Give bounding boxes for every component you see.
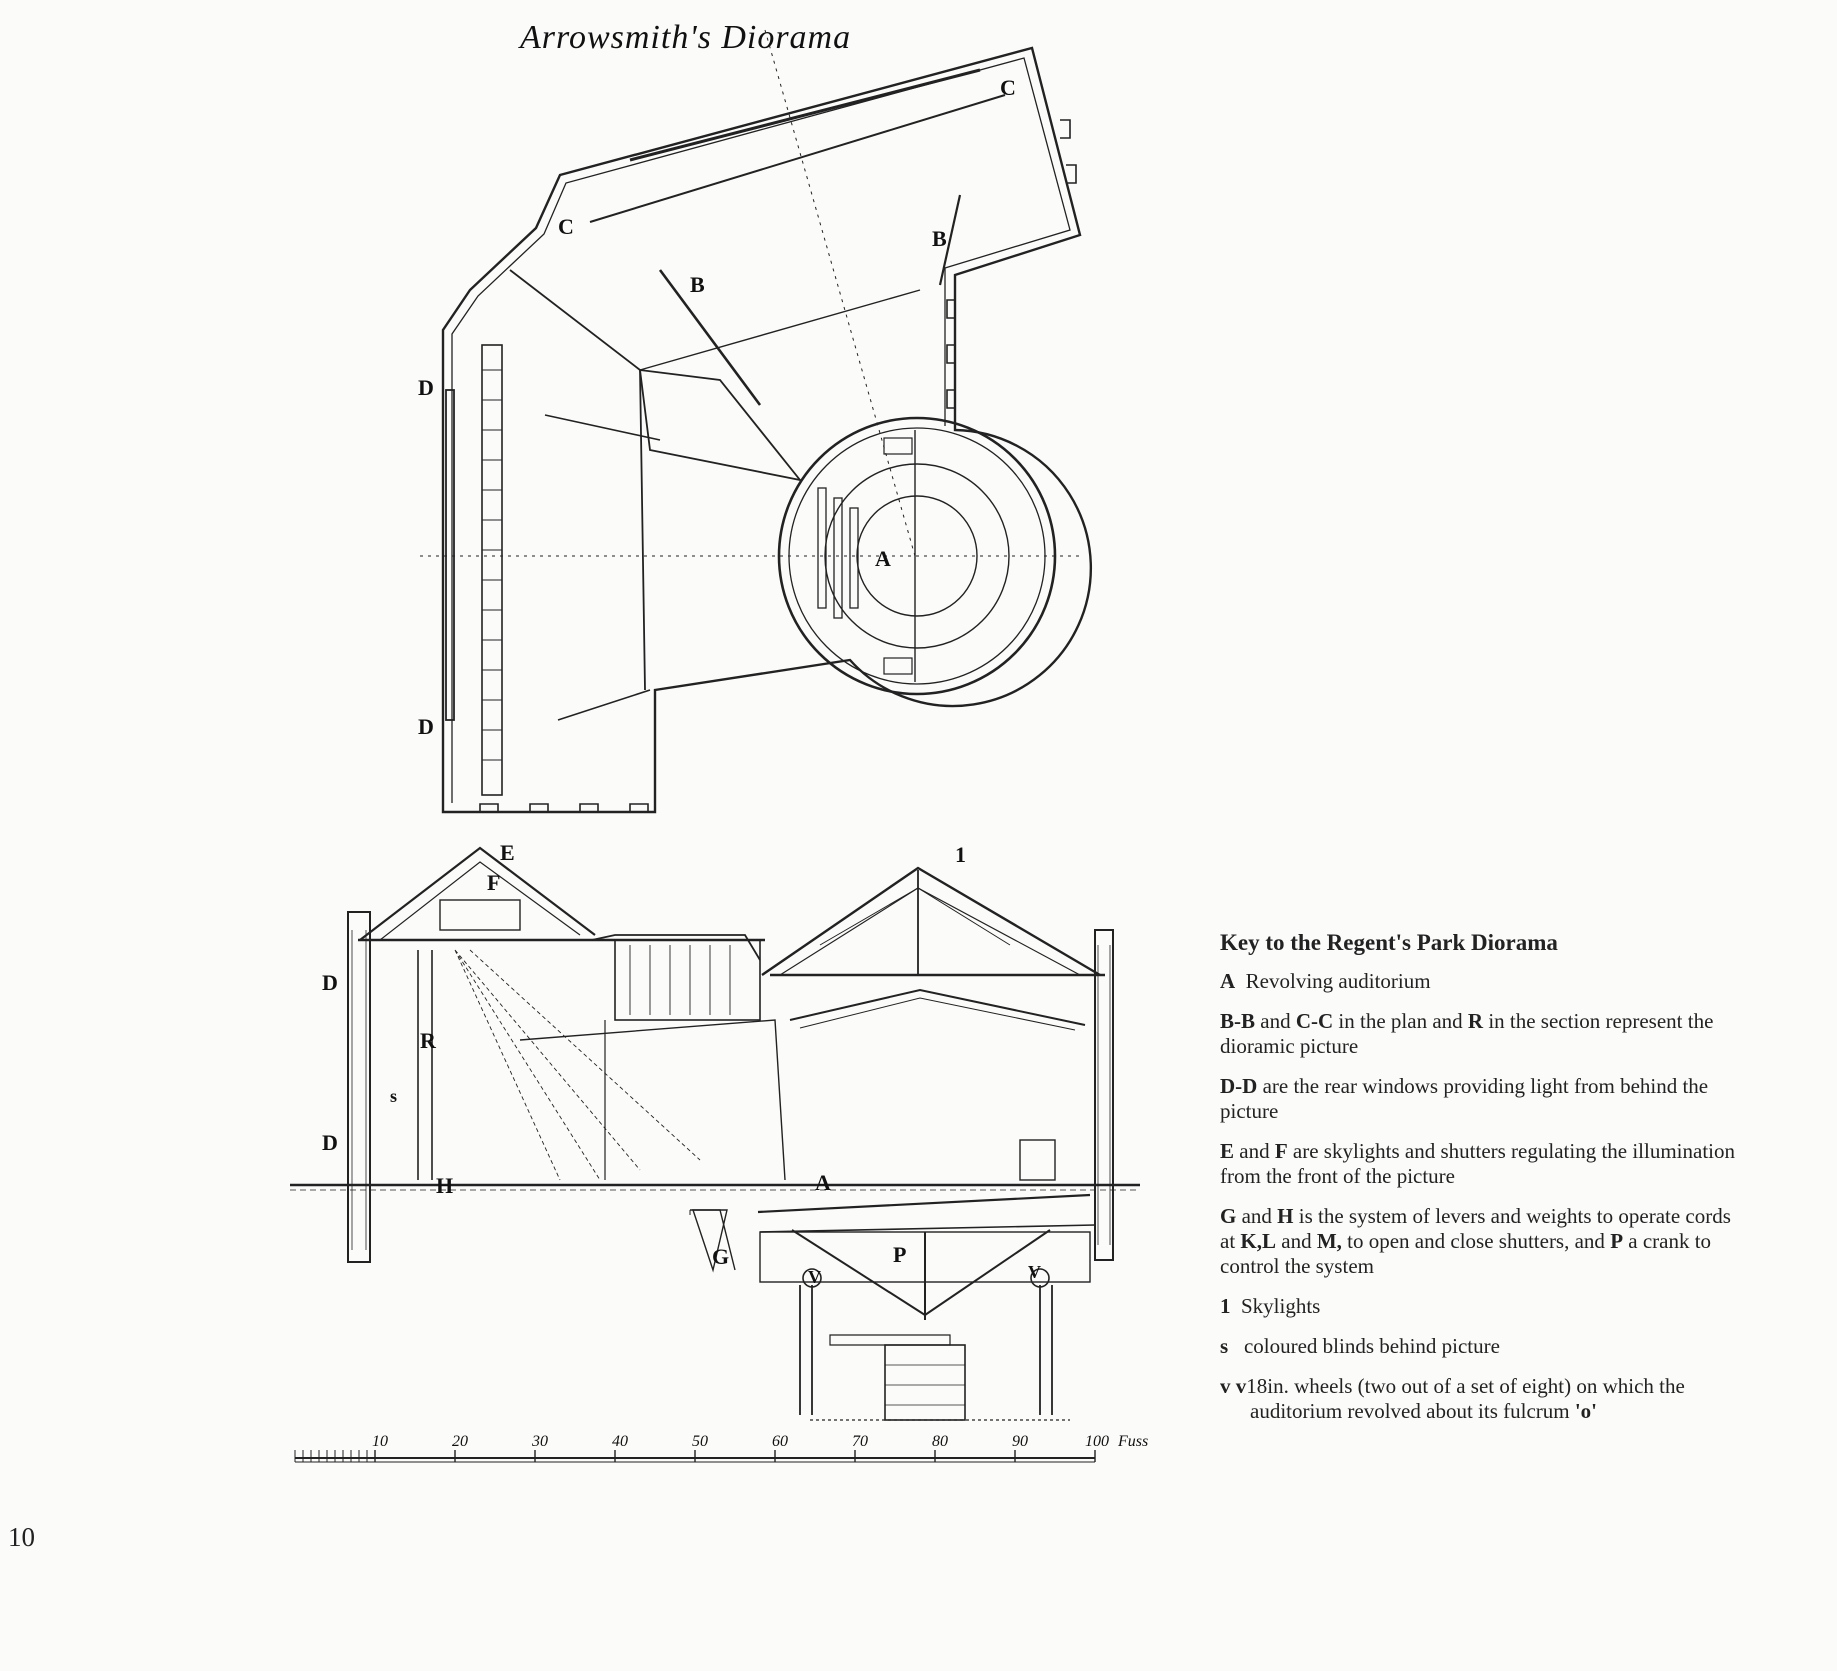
section-label-s: s <box>390 1086 397 1106</box>
scale-tick-labels: 10 20 30 40 50 60 70 80 90 100 Fuss <box>372 1433 1148 1450</box>
section-label-e: E <box>500 840 515 865</box>
scale-tick-label: 90 <box>1012 1433 1028 1450</box>
section-drawing <box>290 846 1140 1421</box>
section-label-a: A <box>815 1170 831 1195</box>
key-item-vv: v v18in. wheels (two out of a set of eig… <box>1220 1374 1685 1423</box>
diorama-key: Key to the Regent's Park Diorama A Revol… <box>1212 930 1737 1439</box>
section-label-d-lower: D <box>322 1130 338 1155</box>
scale-tick-label: 40 <box>612 1433 628 1450</box>
plan-label-d-lower: D <box>418 714 434 739</box>
scale-unit: Fuss <box>1117 1433 1148 1450</box>
section-label-d-upper: D <box>322 970 338 995</box>
section-label-v-left: V <box>808 1267 821 1287</box>
key-item-1: 1 Skylights <box>1220 1294 1321 1318</box>
plan-label-c-left: C <box>558 214 574 239</box>
scale-tick-label: 70 <box>852 1433 868 1450</box>
key-item-e-f: E and F are skylights and shutters regul… <box>1220 1139 1736 1188</box>
plan-label-b-mid: B <box>690 272 705 297</box>
scale-tick-label: 80 <box>932 1433 948 1450</box>
scale-tick-label: 20 <box>452 1433 468 1450</box>
plan-label-a: A <box>875 546 891 571</box>
plan-drawing <box>420 29 1093 814</box>
key-item-bb-cc: B-B and C-C in the plan and R in the sec… <box>1220 1009 1714 1058</box>
scale-tick-label: 60 <box>772 1433 788 1450</box>
section-label-v-right: V <box>1028 1262 1041 1282</box>
key-title: Key to the Regent's Park Diorama <box>1220 930 1558 955</box>
key-item-g-h: G and H is the system of levers and weig… <box>1220 1204 1731 1278</box>
page-number: 10 <box>8 1522 35 1552</box>
section-label-f: F <box>487 870 500 895</box>
key-item-a: A Revolving auditorium <box>1220 969 1431 993</box>
drawing-script-title: Arrowsmith's Diorama <box>518 19 851 56</box>
section-label-p: P <box>893 1242 906 1267</box>
key-item-dd: D-D are the rear windows providing light… <box>1220 1074 1709 1123</box>
plan-label-d-upper: D <box>418 375 434 400</box>
scale-tick-label: 50 <box>692 1433 708 1450</box>
section-label-1: 1 <box>955 842 966 867</box>
scale-tick-label: 10 <box>372 1433 388 1450</box>
section-label-g: G <box>712 1244 729 1269</box>
section-label-r: R <box>420 1028 437 1053</box>
scale-tick-label: 30 <box>531 1433 548 1450</box>
plan-label-c-top: C <box>1000 75 1016 100</box>
plan-label-b-right: B <box>932 226 947 251</box>
section-label-h: H <box>436 1173 453 1198</box>
scale-tick-label: 100 <box>1085 1433 1109 1450</box>
scale-bar <box>294 1450 1096 1463</box>
key-item-s: s coloured blinds behind picture <box>1220 1334 1500 1358</box>
